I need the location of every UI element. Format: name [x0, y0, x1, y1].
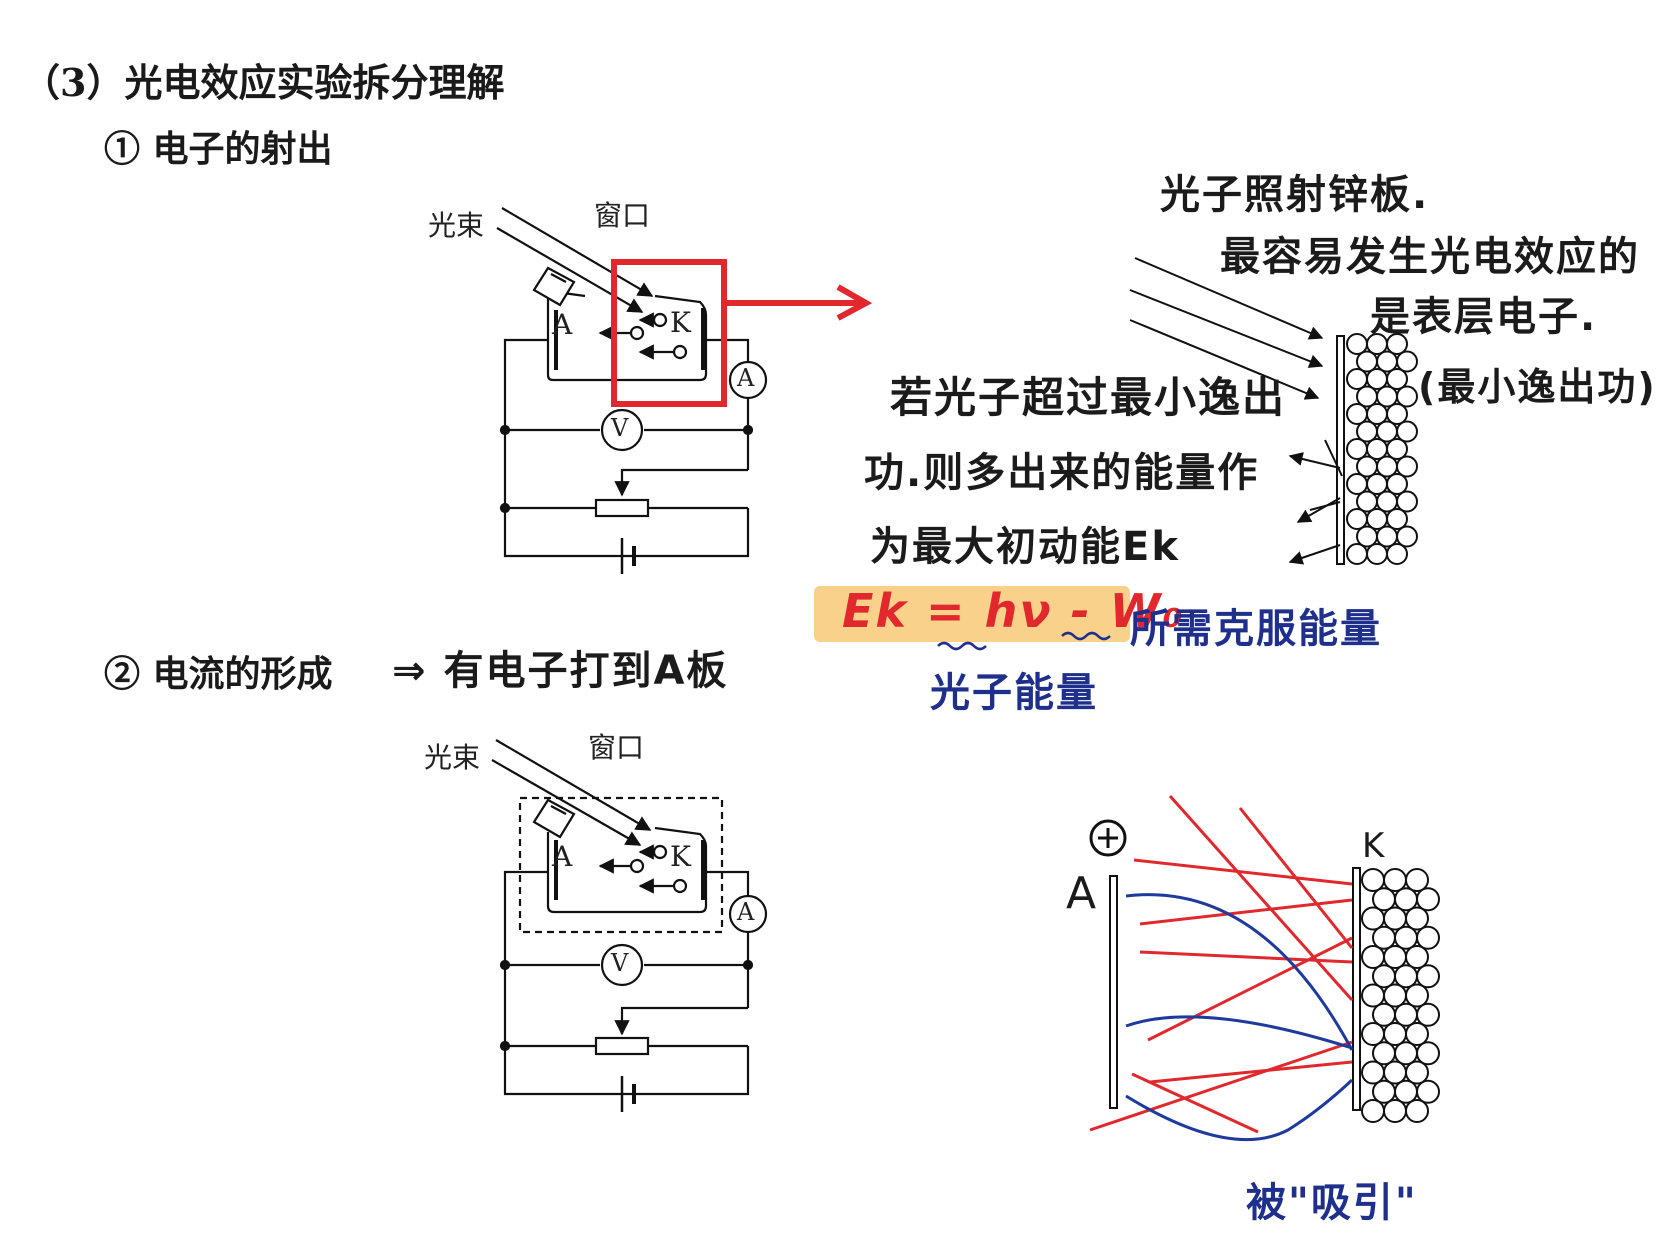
- zinc-atom: [1394, 1079, 1418, 1104]
- zinc-atom: [1405, 1022, 1429, 1046]
- zinc-atom: [1383, 906, 1407, 931]
- label-beam-upper: 光束: [428, 209, 485, 242]
- note2-line3: 为最大初动能Ek: [870, 524, 1180, 570]
- zinc-atom: [1416, 1041, 1440, 1066]
- zinc-atom: [1416, 925, 1440, 950]
- section-title: （3）光电效应实验拆分理解: [22, 60, 505, 105]
- zinc-atom: [1372, 925, 1396, 950]
- zinc-atom: [1396, 525, 1418, 548]
- zinc-atom: [1366, 543, 1388, 565]
- zinc-atom: [1361, 906, 1385, 931]
- zinc-atom: [1386, 473, 1408, 495]
- zinc-atom: [1383, 983, 1407, 1008]
- zinc-atom: [1372, 1041, 1396, 1066]
- zinc-atom: [1416, 1002, 1440, 1027]
- zinc-atom: [1396, 490, 1418, 513]
- zinc-atom: [1386, 543, 1408, 565]
- zinc-atom: [1396, 420, 1418, 443]
- zinc-atom: [1394, 1041, 1418, 1066]
- formula-highlight: [814, 586, 1130, 642]
- zinc-atom: [1383, 1022, 1407, 1046]
- label-plate-k-lower: K: [670, 840, 691, 873]
- note-electrons-reach-plate-a: ⇒ 有电子打到A板: [392, 648, 729, 694]
- zinc-atoms-lower: [1361, 868, 1440, 1123]
- voltmeter-upper: V: [611, 414, 629, 442]
- red-photon-lines: [1089, 795, 1354, 1134]
- zinc-atom: [1405, 906, 1429, 931]
- formula-underlines: [937, 631, 1111, 651]
- zinc-atom: [1396, 455, 1418, 478]
- trajectory-diagram: [1089, 795, 1440, 1141]
- zinc-atom: [1346, 543, 1368, 565]
- zinc-atom: [1394, 1002, 1418, 1027]
- label-plate-k-right: K: [1362, 826, 1387, 866]
- upper-circuit: [496, 207, 768, 574]
- ammeter-upper: A: [737, 364, 755, 392]
- note1-line2: 最容易发生光电效应的: [1220, 234, 1640, 280]
- note1-line1: 光子照射锌板.: [1160, 172, 1430, 218]
- zinc-atom: [1372, 887, 1396, 912]
- label-window-lower: 窗口: [588, 731, 645, 764]
- zinc-atom: [1386, 368, 1408, 390]
- zinc-atom: [1361, 983, 1385, 1008]
- zinc-atom: [1405, 1099, 1429, 1123]
- note2-line1: 若光子超过最小逸出: [890, 373, 1287, 422]
- subheading-current-formation: ② 电流的形成: [104, 653, 333, 695]
- subheading-electron-emission: ① 电子的射出: [104, 128, 333, 170]
- zinc-atom: [1405, 868, 1429, 892]
- zinc-atom: [1386, 508, 1408, 530]
- zinc-atom: [1361, 868, 1385, 892]
- zinc-atom: [1416, 1079, 1440, 1104]
- red-highlight-box: [611, 259, 873, 407]
- zinc-atom: [1383, 1099, 1407, 1123]
- blue-electron-paths: [1125, 893, 1354, 1141]
- zinc-atom: [1372, 964, 1396, 989]
- zinc-atom: [1361, 945, 1385, 969]
- zinc-atom: [1416, 887, 1440, 912]
- voltmeter-lower: V: [611, 949, 629, 977]
- note-work-function: (最小逸出功): [1418, 365, 1657, 409]
- label-window-upper: 窗口: [594, 199, 651, 232]
- zinc-atom: [1396, 385, 1418, 408]
- ammeter-lower: A: [737, 898, 755, 926]
- zinc-atom: [1416, 964, 1440, 989]
- zinc-atom: [1361, 1022, 1385, 1046]
- zinc-plate-upper: [1129, 257, 1418, 565]
- zinc-atom: [1386, 438, 1408, 460]
- zinc-atom: [1372, 1079, 1396, 1104]
- zinc-atom: [1396, 350, 1418, 373]
- label-plate-a-upper: A: [552, 308, 573, 341]
- zinc-atom: [1383, 1060, 1407, 1085]
- zinc-atom: [1394, 964, 1418, 989]
- note2-line2: 功.则多出来的能量作: [864, 450, 1260, 496]
- zinc-atom: [1394, 925, 1418, 950]
- zinc-atom: [1372, 1002, 1396, 1027]
- zinc-atom: [1405, 1060, 1429, 1085]
- note-overcome-energy: 所需克服能量: [1130, 606, 1382, 652]
- zinc-atom: [1405, 983, 1429, 1008]
- note1-line3: 是表层电子.: [1370, 294, 1598, 340]
- zinc-atom: [1394, 887, 1418, 912]
- label-plate-k-upper: K: [670, 306, 691, 339]
- label-beam-lower: 光束: [424, 741, 481, 774]
- zinc-atom: [1405, 945, 1429, 969]
- zinc-atom: [1361, 1099, 1385, 1123]
- zinc-atom: [1383, 945, 1407, 969]
- zinc-atoms-upper: [1346, 333, 1418, 565]
- zinc-atom: [1386, 403, 1408, 425]
- lower-circuit: [491, 739, 768, 1112]
- label-plate-a-right: A: [1066, 868, 1099, 919]
- zinc-atom: [1361, 1060, 1385, 1085]
- note-photon-energy: 光子能量: [930, 670, 1098, 716]
- zinc-atom: [1386, 333, 1408, 355]
- label-plate-a-lower: A: [552, 840, 573, 873]
- note-attracted: 被"吸引": [1246, 1180, 1418, 1226]
- zinc-atom: [1383, 868, 1407, 892]
- formula-photoelectric: Ek = hν - W₀: [842, 584, 1185, 638]
